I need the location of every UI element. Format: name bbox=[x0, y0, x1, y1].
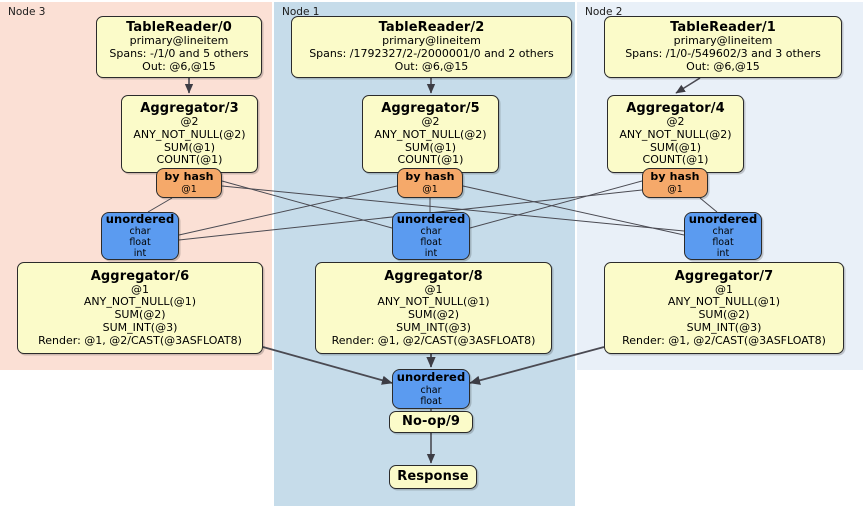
node-response-line-0: Response bbox=[397, 469, 469, 485]
node-unordered-left-line-1: char bbox=[129, 226, 151, 238]
node-aggregator5-line-2: ANY_NOT_NULL(@2) bbox=[374, 127, 487, 141]
node-byhash-right[interactable]: by hash@1 bbox=[642, 168, 708, 198]
node-unordered-right-line-0: unordered bbox=[688, 211, 758, 226]
node-aggregator6-line-1: @1 bbox=[131, 282, 149, 296]
cluster-label-node2: Node 2 bbox=[585, 6, 623, 18]
node-tablereader0-line-1: primary@lineitem bbox=[129, 34, 229, 48]
node-tablereader1-line-1: primary@lineitem bbox=[673, 34, 773, 48]
node-byhash-mid[interactable]: by hash@1 bbox=[397, 168, 463, 198]
node-tablereader2-line-2: Spans: /1792327/2-/2000001/0 and 2 other… bbox=[309, 47, 554, 61]
node-aggregator8-line-1: @1 bbox=[424, 282, 443, 296]
node-tablereader0-line-3: Out: @6,@15 bbox=[142, 59, 216, 73]
node-aggregator8-line-3: SUM(@2) bbox=[407, 308, 460, 322]
node-aggregator7-line-3: SUM(@2) bbox=[698, 308, 750, 322]
node-byhash-left-line-0: by hash bbox=[164, 170, 214, 184]
node-aggregator3-line-4: COUNT(@1) bbox=[156, 153, 223, 167]
node-aggregator8-line-5: Render: @1, @2/CAST(@3ASFLOAT8) bbox=[331, 333, 536, 347]
node-aggregator3-line-2: ANY_NOT_NULL(@2) bbox=[133, 127, 246, 141]
node-byhash-mid-line-1: @1 bbox=[422, 183, 438, 195]
node-tablereader0-line-2: Spans: -/1/0 and 5 others bbox=[109, 47, 249, 61]
node-tablereader1-line-2: Spans: /1/0-/549602/3 and 3 others bbox=[625, 47, 821, 61]
node-unordered-final-line-0: unordered bbox=[396, 370, 466, 385]
node-aggregator5-line-4: COUNT(@1) bbox=[397, 153, 464, 167]
cluster-label-node3: Node 3 bbox=[8, 6, 46, 18]
node-aggregator4-line-4: COUNT(@1) bbox=[642, 153, 709, 167]
node-byhash-right-line-0: by hash bbox=[650, 170, 700, 184]
node-aggregator7-line-4: SUM_INT(@3) bbox=[686, 320, 762, 334]
node-tablereader2-line-1: primary@lineitem bbox=[382, 34, 481, 48]
node-byhash-mid-line-0: by hash bbox=[405, 170, 455, 184]
node-unordered-left-line-3: int bbox=[133, 248, 147, 260]
node-unordered-right-line-2: float bbox=[712, 237, 734, 249]
node-aggregator8-line-2: ANY_NOT_NULL(@1) bbox=[377, 295, 490, 309]
node-aggregator4-line-1: @2 bbox=[666, 115, 685, 129]
node-response[interactable]: Response bbox=[389, 465, 477, 489]
node-byhash-left-line-1: @1 bbox=[181, 183, 197, 195]
node-unordered-mid-line-2: float bbox=[420, 237, 442, 249]
node-byhash-right-line-1: @1 bbox=[667, 183, 683, 195]
node-aggregator3-line-3: SUM(@1) bbox=[163, 140, 216, 154]
node-aggregator4-line-2: ANY_NOT_NULL(@2) bbox=[619, 127, 732, 141]
node-aggregator5-line-0: Aggregator/5 bbox=[381, 100, 480, 116]
node-aggregator6-line-5: Render: @1, @2/CAST(@3ASFLOAT8) bbox=[38, 333, 242, 347]
node-aggregator4-line-0: Aggregator/4 bbox=[626, 100, 725, 116]
node-tablereader1-line-0: TableReader/1 bbox=[670, 20, 776, 36]
node-aggregator5-line-1: @2 bbox=[421, 115, 440, 129]
node-unordered-right-line-1: char bbox=[712, 226, 734, 238]
node-unordered-final-line-2: float bbox=[420, 395, 442, 407]
node-aggregator4-line-3: SUM(@1) bbox=[649, 140, 702, 154]
node-aggregator7-line-2: ANY_NOT_NULL(@1) bbox=[667, 295, 781, 309]
node-tablereader2-line-3: Out: @6,@15 bbox=[394, 59, 469, 73]
node-noop9-line-0: No-op/9 bbox=[402, 414, 460, 430]
node-aggregator3-line-1: @2 bbox=[180, 115, 199, 129]
node-unordered-left-line-2: float bbox=[129, 237, 151, 249]
node-unordered-mid-line-1: char bbox=[420, 226, 442, 238]
node-tablereader1-line-3: Out: @6,@15 bbox=[686, 59, 760, 73]
node-unordered-right-line-3: int bbox=[716, 248, 730, 260]
node-unordered-mid-line-0: unordered bbox=[396, 211, 466, 226]
node-aggregator5-line-3: SUM(@1) bbox=[404, 140, 457, 154]
node-aggregator6-line-4: SUM_INT(@3) bbox=[102, 320, 178, 334]
node-aggregator6-line-0: Aggregator/6 bbox=[90, 268, 190, 284]
node-aggregator8-line-0: Aggregator/8 bbox=[384, 268, 483, 284]
node-aggregator3-line-0: Aggregator/3 bbox=[140, 100, 239, 116]
cluster-label-node1: Node 1 bbox=[282, 6, 320, 18]
node-unordered-mid-line-3: int bbox=[424, 248, 438, 260]
node-noop9[interactable]: No-op/9 bbox=[389, 411, 473, 433]
node-aggregator7-line-5: Render: @1, @2/CAST(@3ASFLOAT8) bbox=[622, 333, 826, 347]
node-aggregator7-line-1: @1 bbox=[715, 282, 733, 296]
node-aggregator6-line-3: SUM(@2) bbox=[114, 308, 166, 322]
node-aggregator8-line-4: SUM_INT(@3) bbox=[396, 320, 471, 334]
node-byhash-left[interactable]: by hash@1 bbox=[156, 168, 222, 198]
node-unordered-final-line-1: char bbox=[420, 384, 442, 396]
node-tablereader0-line-0: TableReader/0 bbox=[126, 20, 232, 36]
node-aggregator7-line-0: Aggregator/7 bbox=[674, 268, 774, 284]
node-unordered-left-line-0: unordered bbox=[105, 211, 175, 226]
node-aggregator6-line-2: ANY_NOT_NULL(@1) bbox=[83, 295, 197, 309]
node-tablereader2-line-0: TableReader/2 bbox=[378, 20, 485, 36]
